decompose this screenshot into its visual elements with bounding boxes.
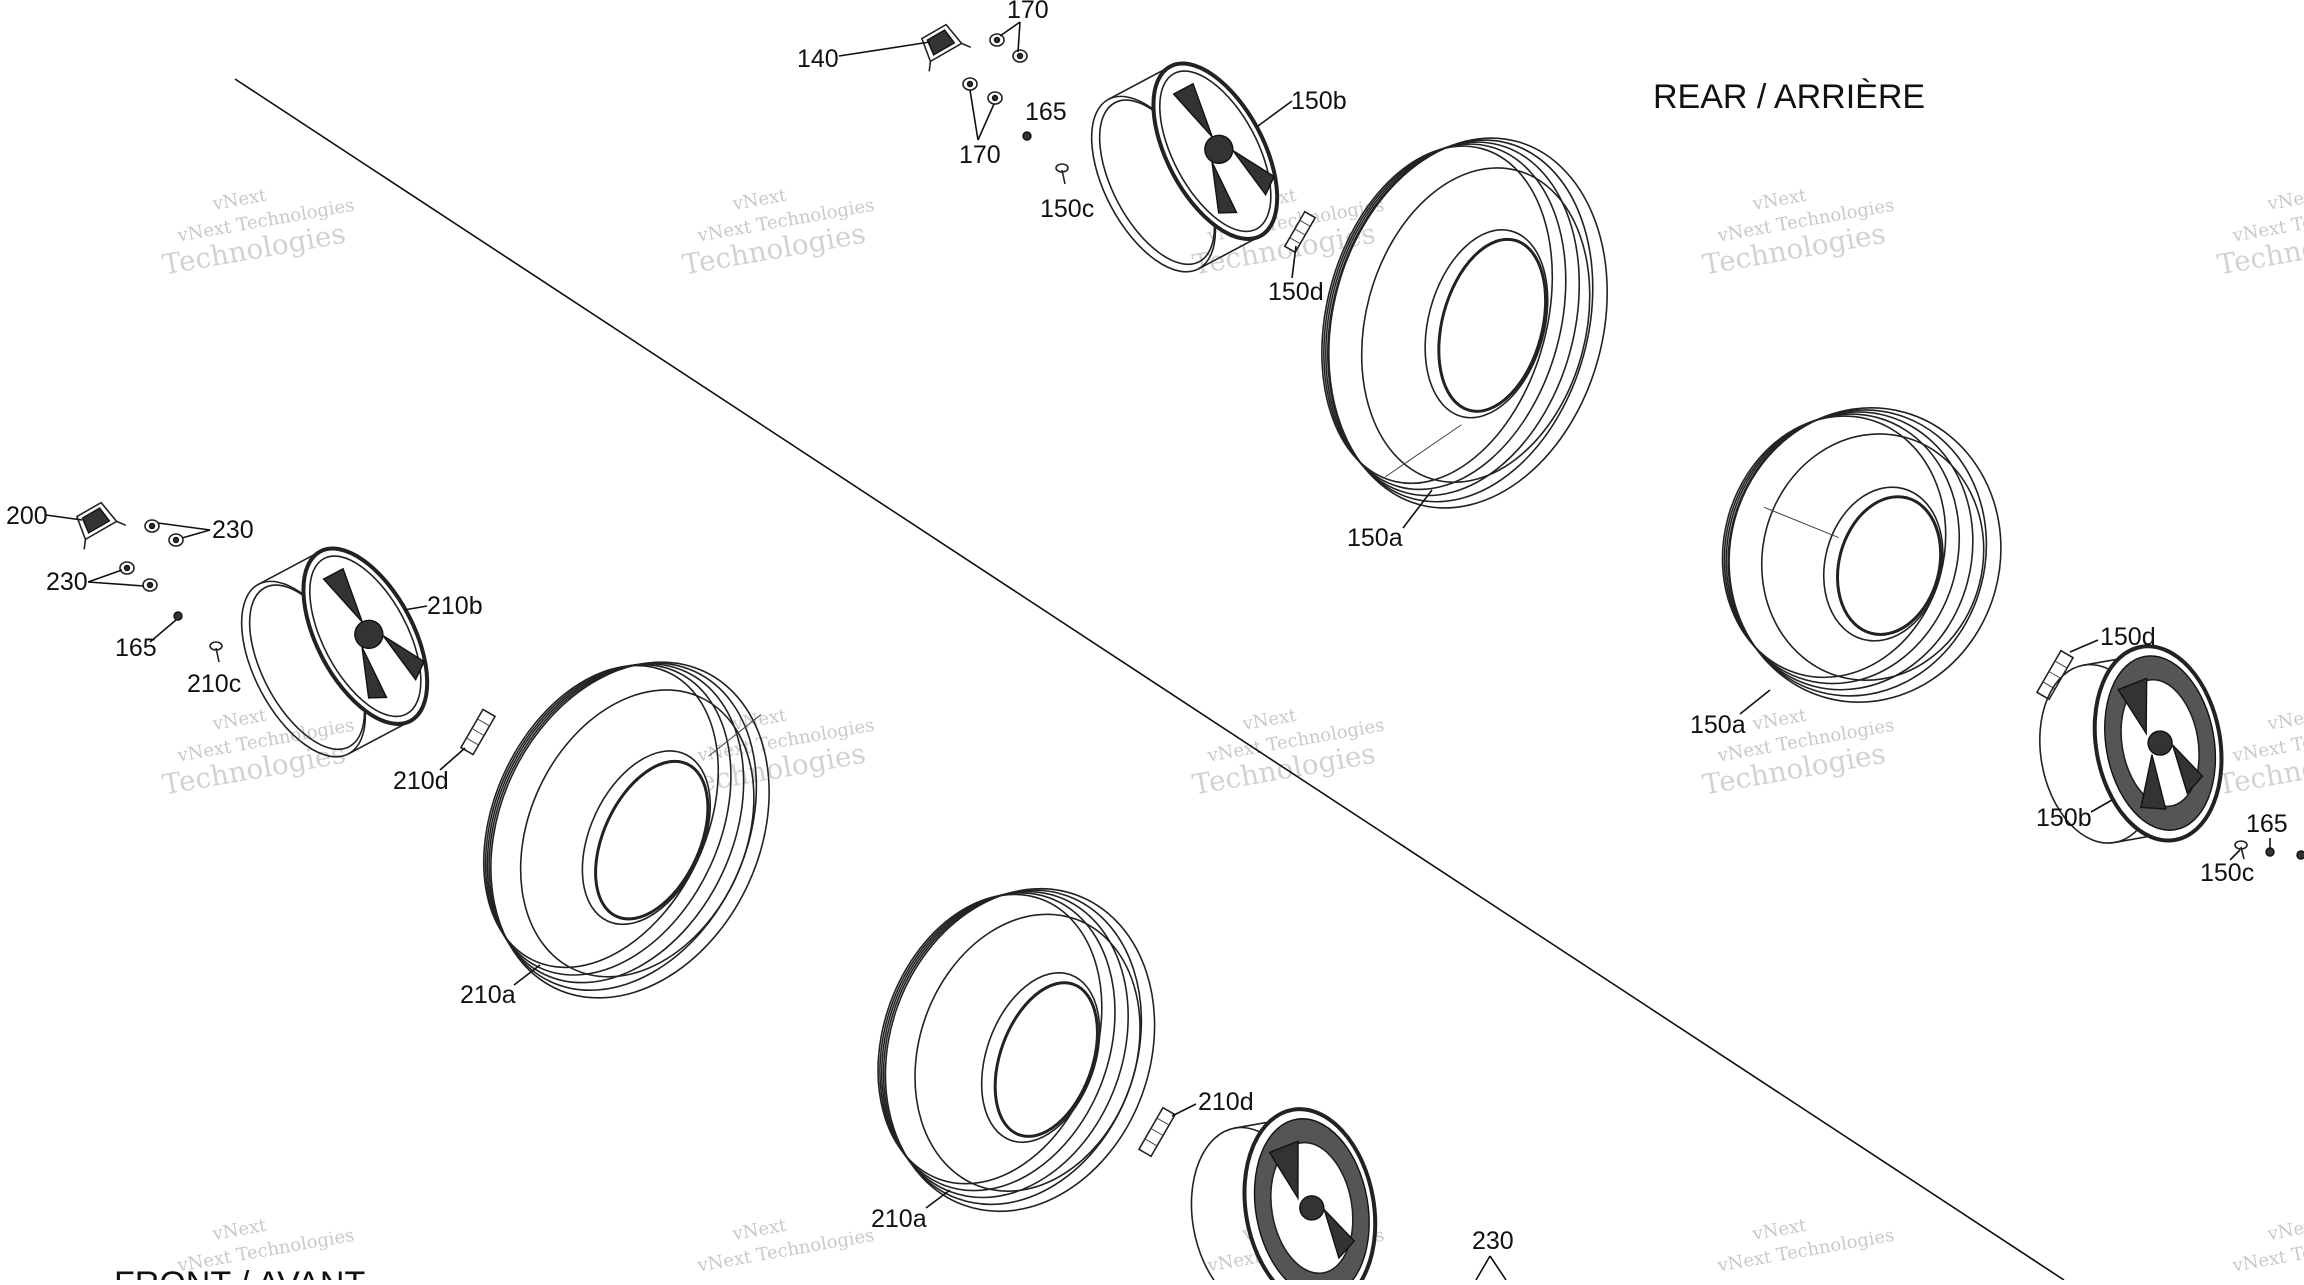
lug-nut-group-170 [962,33,1028,105]
watermark-text: vNext [2265,1215,2304,1245]
rim-strip-210d [459,708,497,756]
callout-210a-left: 210a [460,981,516,1009]
callout-170-top: 170 [1007,0,1049,24]
hub-cap-140 [920,23,972,72]
callout-230-a: 230 [212,516,254,544]
watermark-text: vNext [2265,185,2304,215]
rim-strip-150d [1283,210,1317,254]
callout-230-b: 230 [46,568,88,596]
front-rear-divider-line [234,78,2065,1281]
callout-150a-right: 150a [1690,711,1746,739]
rear-heading: REAR / ARRIÈRE [1653,78,1925,116]
valve-cap-165 [1022,131,1032,141]
rear-tire-150a [1321,137,1608,509]
callout-200: 200 [6,502,48,530]
front-callouts: 200 230 230 165 210c 210b 210d 210a 210a… [6,502,1514,1281]
callout-210a-bottom: 210a [871,1205,927,1233]
callout-165: 165 [1025,98,1067,126]
callout-210b: 210b [427,592,483,620]
callout-140: 140 [797,45,839,73]
rim-strip-210d-bottom [1137,1106,1177,1158]
callout-210d: 210d [393,767,449,795]
callout-150c-right: 150c [2200,859,2254,887]
valve-cap-165-front [173,611,183,621]
rear-tire-150a-right [1721,407,2002,703]
rear-wheel-rim-150b-right [2039,644,2224,844]
front-tire-210a-bottom [877,887,1156,1213]
front-tire-210a [482,661,770,999]
front-wheel-rim-bottom [1190,1107,1378,1285]
front-wheel-rim-210b [240,546,430,758]
callout-230-bottom: 230 [1472,1227,1514,1255]
watermark-text: vNext [2265,705,2304,735]
callout-150b: 150b [1291,87,1347,115]
callout-150b-right: 150b [2036,804,2092,832]
rim-strip-150d-right [2035,649,2075,701]
valve-cap-165-right [2265,847,2275,857]
rear-wheel-rim-150b [1090,61,1280,273]
callout-150d: 150d [1268,278,1324,306]
hub-cap-200 [75,501,127,550]
lug-nut-group-230 [119,519,184,592]
valve-cap-edge [2296,850,2304,860]
callout-165-front: 165 [115,634,157,662]
front-heading: FRONT / AVANT [114,1265,365,1280]
valve-stem-150c-right [2234,840,2248,860]
callout-210d-bottom: 210d [1198,1088,1254,1116]
valve-stem-150c [1055,163,1069,185]
callout-170-bottom: 170 [959,141,1001,169]
rear-callouts: 140 170 170 165 150c 150b 150d 150a 150a… [797,0,2288,887]
callout-150c: 150c [1040,195,1094,223]
callout-150d-right: 150d [2100,623,2156,651]
callout-150a: 150a [1347,524,1403,552]
callout-165-right: 165 [2246,810,2288,838]
valve-stem-210c [209,641,223,663]
callout-210c: 210c [187,670,241,698]
